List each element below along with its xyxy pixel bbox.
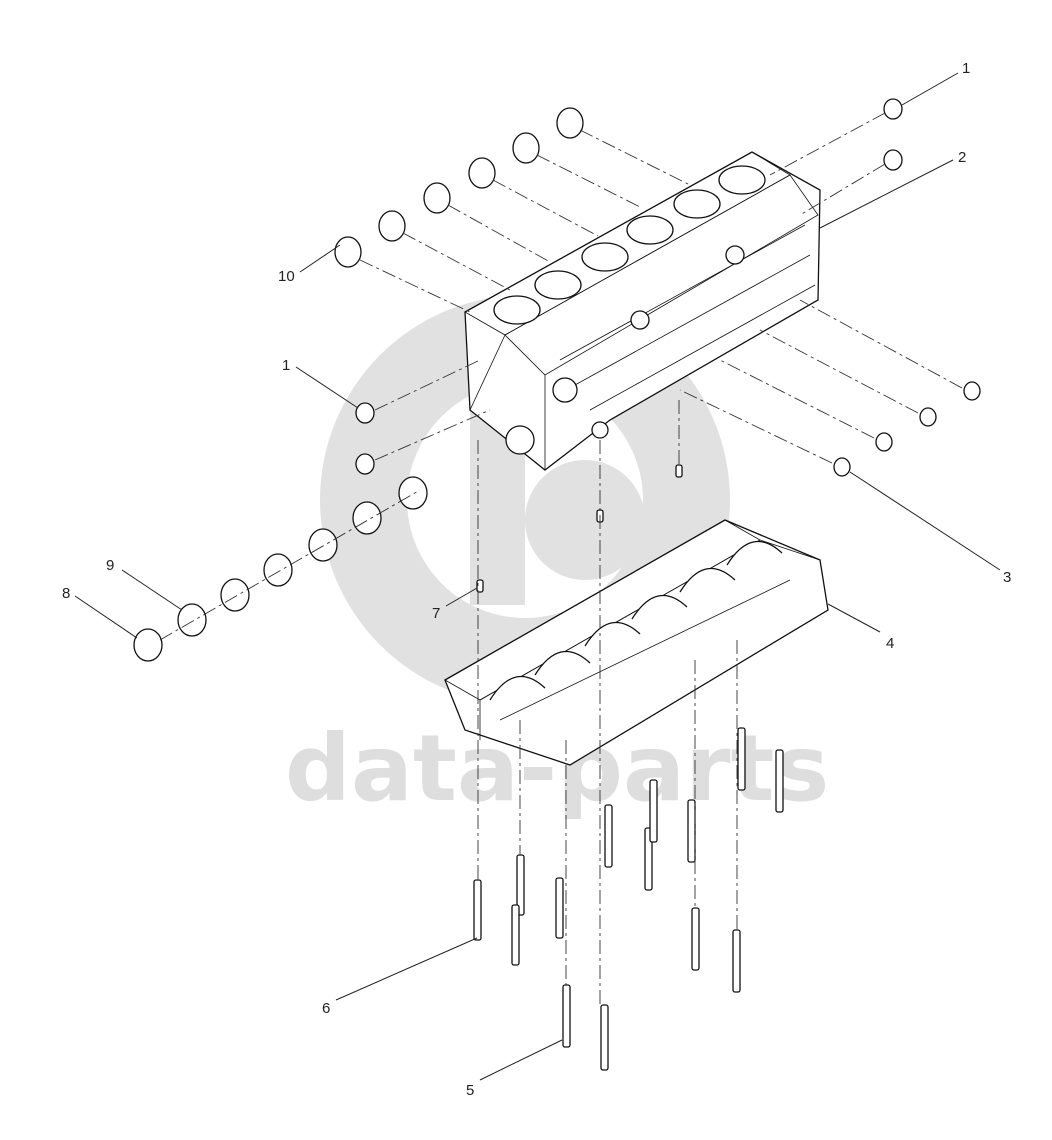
cylinder-bore <box>534 270 582 300</box>
callout-9: 9 <box>106 557 114 574</box>
callout-5: 5 <box>466 1082 474 1099</box>
cylinder-bore <box>493 295 541 325</box>
camshaft-bushings <box>133 476 428 662</box>
bedplate <box>444 519 829 766</box>
bolts <box>473 727 784 1071</box>
liner-caps <box>334 107 584 268</box>
callout-leaders <box>74 72 1001 1081</box>
callout-8: 8 <box>62 585 70 602</box>
callout-2: 2 <box>958 149 966 166</box>
side-plugs <box>833 381 981 477</box>
assembly-lines <box>159 112 963 1005</box>
plugs <box>355 98 903 475</box>
callout-labels: 1 2 10 1 3 9 8 7 4 6 5 <box>62 60 1011 1099</box>
cylinder-block <box>464 151 821 471</box>
callout-6: 6 <box>322 1000 330 1017</box>
callout-1-left: 1 <box>282 357 290 374</box>
cylinder-bore <box>626 215 674 245</box>
watermark-logo-dot <box>525 460 645 580</box>
callout-1-top: 1 <box>962 60 970 77</box>
cylinder-bore <box>581 242 629 272</box>
callout-4: 4 <box>886 635 894 652</box>
callout-10: 10 <box>278 268 295 285</box>
callout-7: 7 <box>432 605 440 622</box>
cylinder-bore <box>718 165 766 195</box>
callout-3: 3 <box>1003 569 1011 586</box>
cylinder-bore <box>673 189 721 219</box>
